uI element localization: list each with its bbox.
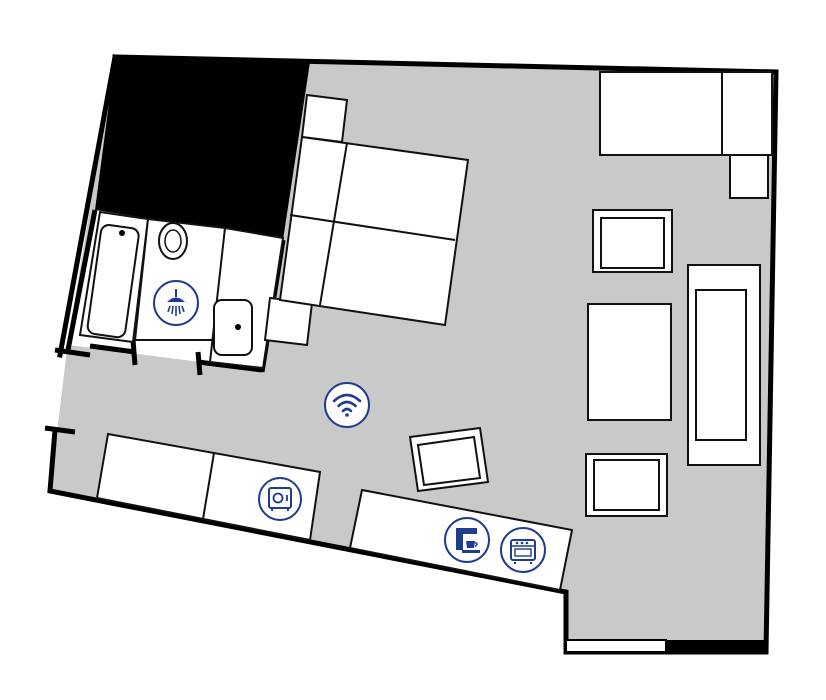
window-strip — [565, 639, 667, 653]
armchair-top — [592, 209, 673, 273]
nightstand-top — [300, 93, 349, 144]
coffee-machine-icon — [444, 517, 490, 563]
nightstand-bottom — [263, 296, 314, 347]
wifi-icon — [324, 382, 370, 428]
wall-segment-black — [666, 640, 766, 652]
closet-block — [95, 57, 310, 240]
coffee-table — [587, 303, 672, 421]
bed-frame — [278, 135, 470, 327]
desk-chair — [408, 426, 490, 493]
armchair-bottom — [585, 453, 668, 517]
sofa — [687, 264, 761, 466]
microwave-icon — [500, 527, 546, 573]
bathtub — [78, 210, 150, 344]
safe-icon — [258, 477, 302, 521]
shower-icon — [153, 280, 199, 326]
bed-group — [263, 93, 470, 347]
sink-unit — [208, 226, 285, 370]
wardrobe — [599, 71, 773, 199]
